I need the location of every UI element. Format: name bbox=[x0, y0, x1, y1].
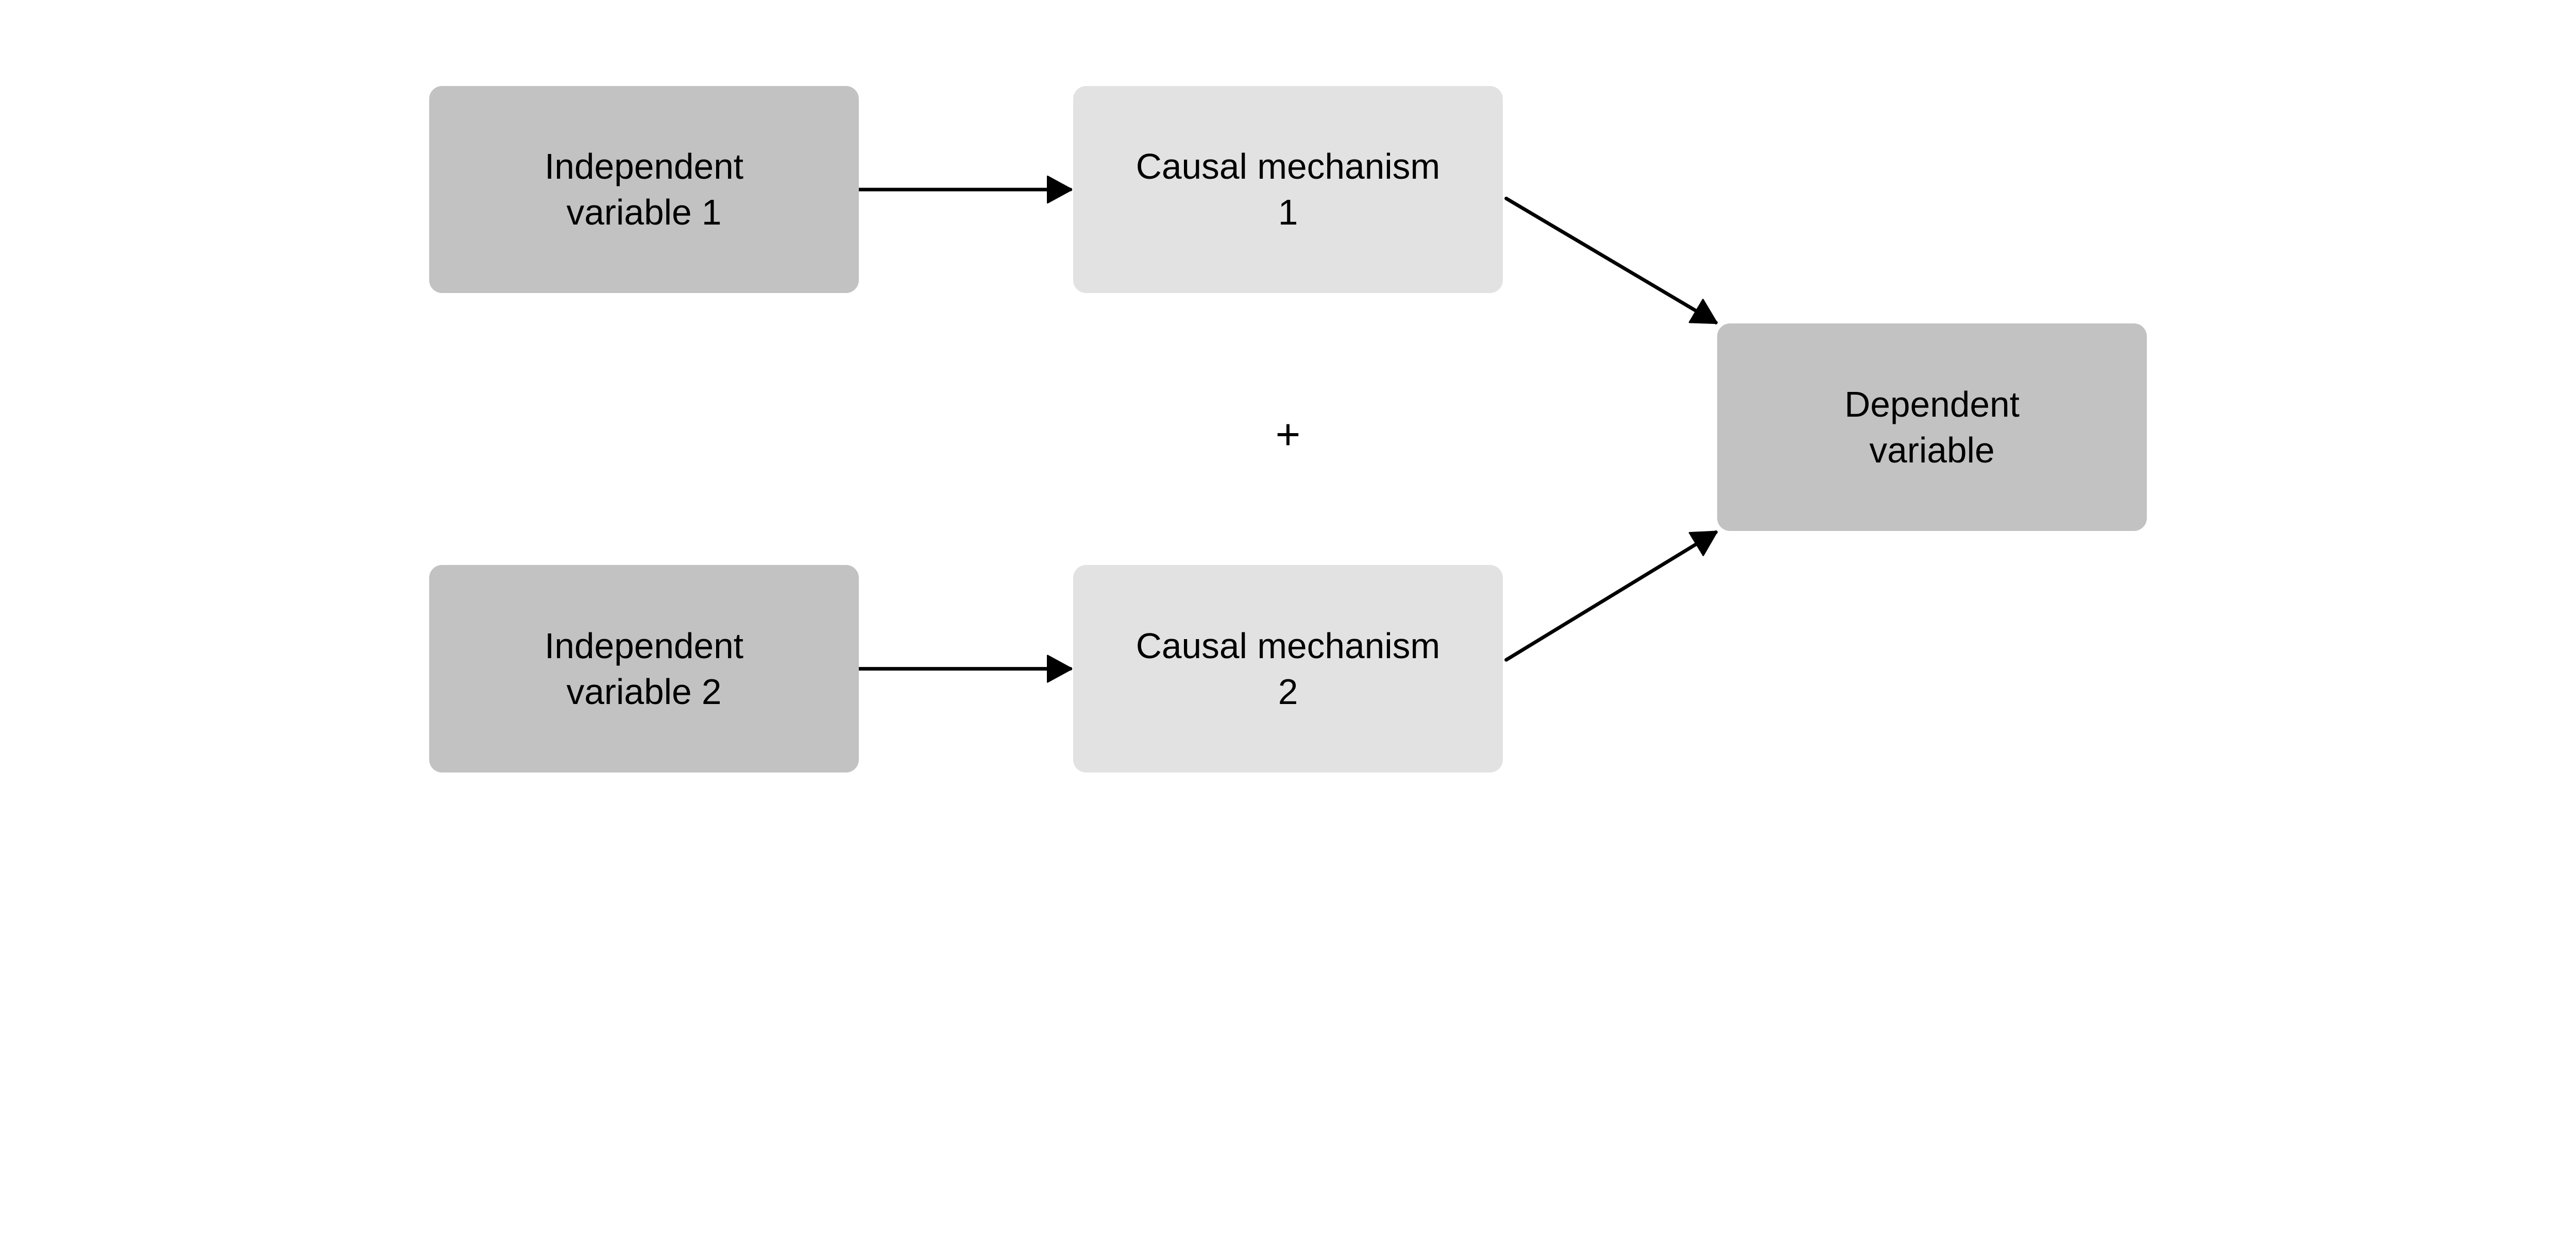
node-independent-variable-2: Independent variable 2 bbox=[429, 565, 859, 772]
causal-diagram: Independent variable 1 Causal mechanism … bbox=[429, 0, 2147, 859]
node-independent-variable-1-label: Independent variable 1 bbox=[544, 146, 744, 233]
node-causal-mechanism-2: Causal mechanism 2 bbox=[1073, 565, 1503, 772]
node-dependent-variable: Dependent variable bbox=[1717, 323, 2147, 531]
node-causal-mechanism-2-label: Causal mechanism 2 bbox=[1136, 625, 1440, 712]
plus-operator: + bbox=[1275, 410, 1301, 458]
edge-cm1-to-dv bbox=[1504, 196, 1718, 324]
node-dependent-variable-label: Dependent variable bbox=[1844, 384, 2020, 470]
node-causal-mechanism-1: Causal mechanism 1 bbox=[1073, 85, 1503, 294]
node-independent-variable-2-label: Independent variable 2 bbox=[544, 625, 744, 712]
node-causal-mechanism-1-label: Causal mechanism 1 bbox=[1136, 146, 1440, 233]
edge-cm2-to-dv bbox=[1504, 530, 1718, 662]
node-independent-variable-1: Independent variable 1 bbox=[429, 85, 859, 294]
arrows-layer bbox=[857, 0, 1718, 859]
